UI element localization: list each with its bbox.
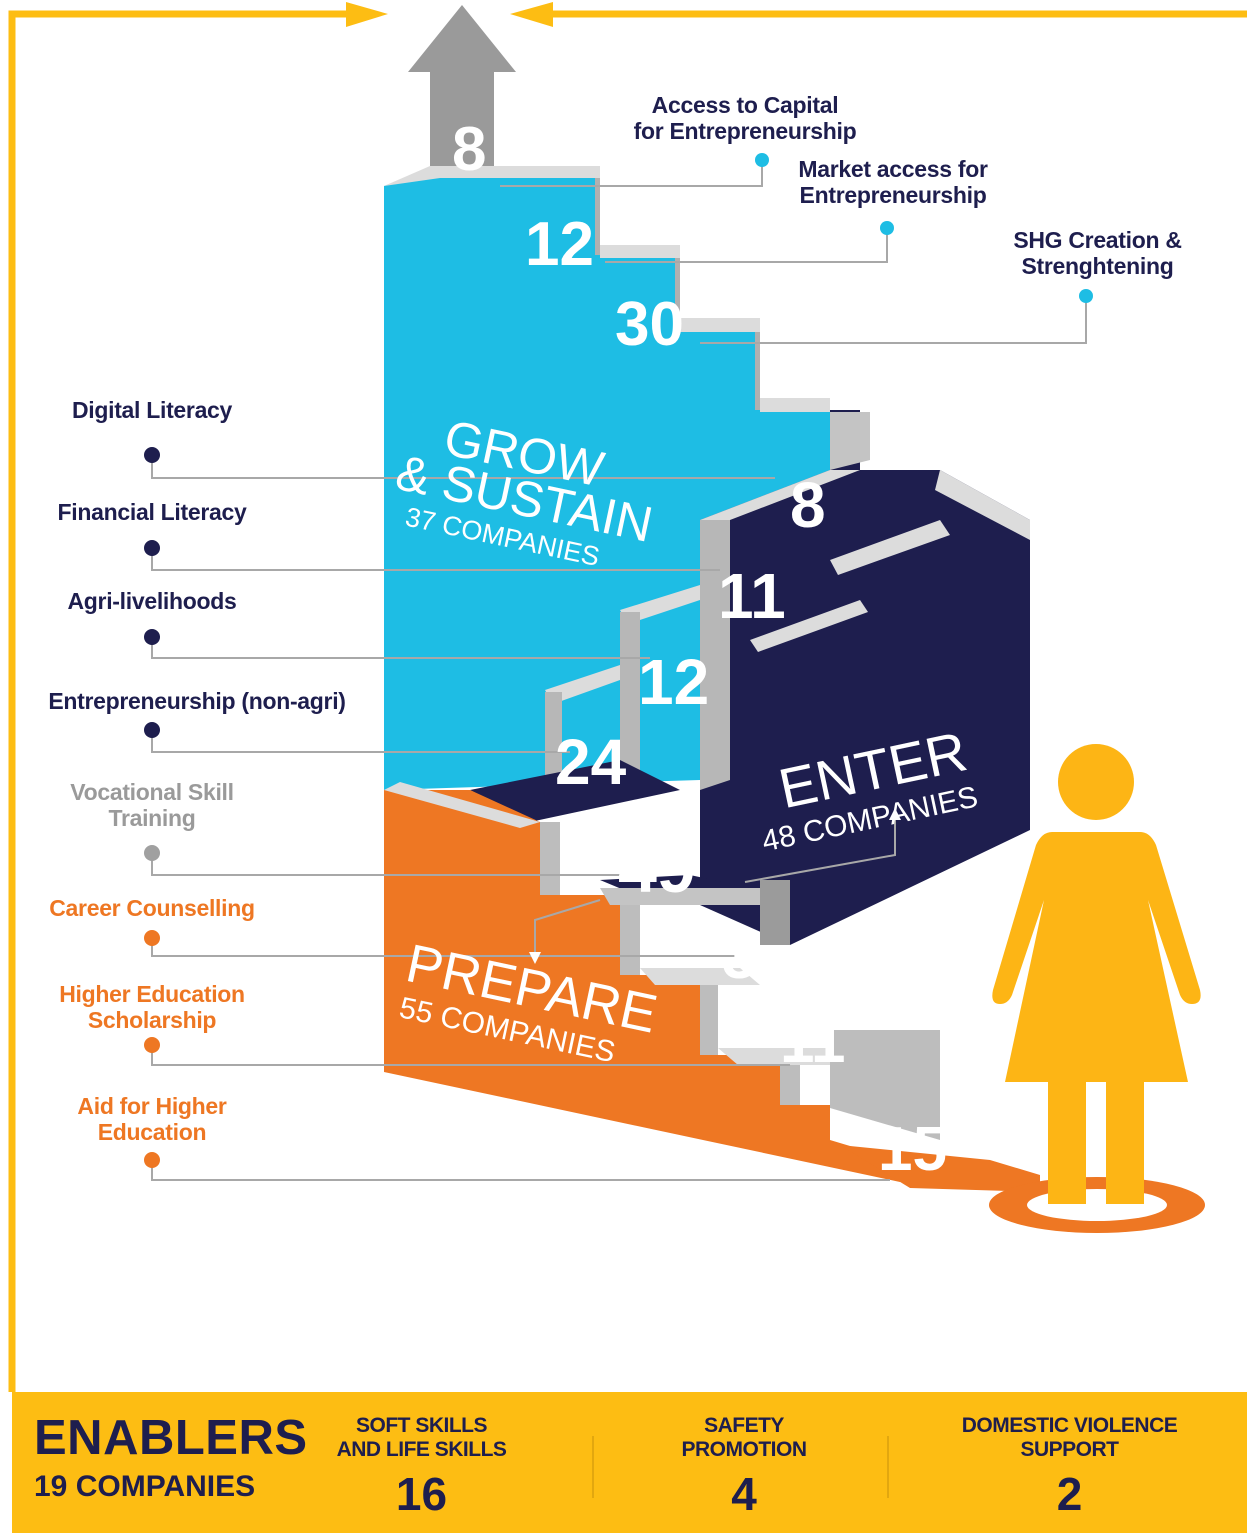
label-digital-literacy: Digital Literacy	[32, 397, 272, 423]
enabler-value: 16	[395, 1468, 448, 1520]
dot	[144, 845, 160, 861]
dot	[144, 930, 160, 946]
label-agri-livelihoods: Agri-livelihoods	[32, 588, 272, 614]
value-access-to-capital: 8	[452, 115, 486, 184]
enabler-caption: SOFT SKILLS	[356, 1414, 488, 1437]
enabler-safety: SAFETY PROMOTION 4	[644, 1414, 844, 1520]
enter-block	[470, 410, 1030, 945]
label-line: Financial Literacy	[57, 499, 247, 525]
label-line: Entrepreneurship	[799, 182, 987, 208]
divider	[592, 1436, 594, 1498]
value-market-access: 12	[525, 210, 594, 279]
value-career-counselling: 3	[722, 923, 756, 992]
prepare-block	[384, 782, 1040, 1192]
value-entrepreneurship: 24	[555, 726, 627, 798]
enabler-value: 4	[731, 1468, 757, 1520]
prepare-arrow	[534, 899, 601, 955]
enablers-bar: ENABLERS 19 COMPANIES SOFT SKILLS AND LI…	[12, 1392, 1247, 1533]
label-shg-creation: SHG Creation & Strenghtening	[985, 227, 1210, 279]
label-line: Access to Capital	[651, 92, 839, 118]
woman-icon	[989, 744, 1205, 1233]
dot	[144, 1037, 160, 1053]
label-line: Strenghtening	[1021, 253, 1174, 279]
label-line: SHG Creation &	[1013, 227, 1182, 253]
arrow-left-icon	[510, 2, 553, 27]
dot	[144, 722, 160, 738]
connectors-right	[500, 160, 1087, 344]
value-financial-literacy: 11	[718, 560, 786, 632]
value-agri-livelihoods: 12	[638, 646, 709, 718]
label-line: Scholarship	[87, 1007, 217, 1033]
label-line: Career Counselling	[49, 895, 255, 921]
arrow-down-small-icon	[529, 952, 541, 964]
label-line: Entrepreneurship (non-agri)	[48, 688, 346, 714]
enabler-caption: SAFETY	[704, 1414, 784, 1437]
label-line: Aid for Higher	[77, 1093, 227, 1119]
label-aid-higher-education: Aid for Higher Education	[32, 1093, 272, 1145]
label-access-to-capital: Access to Capital for Entrepreneurship	[600, 92, 890, 144]
label-line: Digital Literacy	[71, 397, 233, 423]
enabler-value: 2	[1056, 1468, 1083, 1520]
dot	[1079, 289, 1093, 303]
label-line: Agri-livelihoods	[67, 588, 237, 614]
enablers-companies: 19 COMPANIES	[34, 1470, 256, 1503]
enabler-caption: DOMESTIC VIOLENCE	[961, 1414, 1178, 1437]
value-aid-higher-education: 15	[878, 1115, 947, 1184]
frame	[8, 10, 1247, 1392]
label-line: Education	[97, 1119, 207, 1145]
value-digital-literacy: 8	[790, 469, 826, 541]
up-arrow-icon	[408, 5, 516, 178]
enabler-soft-skills: SOFT SKILLS AND LIFE SKILLS 16	[324, 1414, 519, 1520]
enabler-caption: AND LIFE SKILLS	[336, 1438, 507, 1461]
enter-arrow	[744, 815, 896, 883]
label-line: Training	[108, 805, 196, 831]
enabler-caption: PROMOTION	[681, 1438, 808, 1461]
label-vocational-skill: Vocational Skill Training	[32, 779, 272, 831]
dot	[880, 221, 894, 235]
label-career-counselling: Career Counselling	[22, 895, 282, 921]
value-shg-creation: 30	[615, 290, 684, 359]
label-line: for Entrepreneurship	[633, 118, 857, 144]
label-line: Vocational Skill	[70, 779, 234, 805]
label-financial-literacy: Financial Literacy	[32, 499, 272, 525]
label-line: Market access for	[798, 156, 988, 182]
label-line: Higher Education	[59, 981, 245, 1007]
dot	[144, 447, 160, 463]
dot	[144, 540, 160, 556]
value-higher-ed-scholarship: 11	[780, 1007, 846, 1076]
dot	[144, 629, 160, 645]
label-market-access: Market access for Entrepreneurship	[768, 156, 1018, 208]
divider	[887, 1436, 889, 1498]
enabler-domestic-violence: DOMESTIC VIOLENCE SUPPORT 2	[942, 1414, 1197, 1520]
label-entrepreneurship: Entrepreneurship (non-agri)	[22, 688, 372, 714]
arrow-right-icon	[346, 2, 388, 27]
value-vocational-skill: 49	[618, 829, 696, 907]
enablers-title: ENABLERS	[34, 1411, 308, 1465]
dot	[755, 153, 769, 167]
label-higher-ed-scholarship: Higher Education Scholarship	[32, 981, 272, 1033]
arrow-up-small-icon	[889, 808, 901, 820]
enabler-caption: SUPPORT	[1020, 1438, 1119, 1461]
dot	[144, 1152, 160, 1168]
